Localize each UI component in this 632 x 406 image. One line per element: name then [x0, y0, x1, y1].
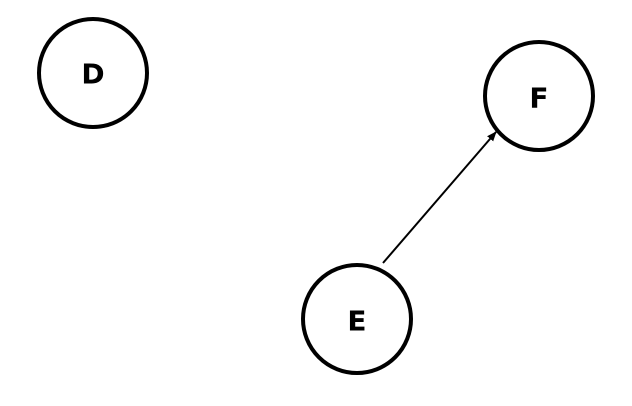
node-f-label: F [529, 82, 548, 115]
node-e[interactable]: E [301, 263, 413, 375]
node-f[interactable]: F [483, 40, 595, 152]
node-f-circle [483, 40, 595, 152]
edge-e-to-f [382, 131, 497, 264]
node-d[interactable]: D [37, 17, 149, 129]
node-e-label: E [347, 305, 366, 338]
node-e-circle [301, 263, 413, 375]
node-d-circle [37, 17, 149, 129]
node-d-label: D [81, 58, 104, 91]
